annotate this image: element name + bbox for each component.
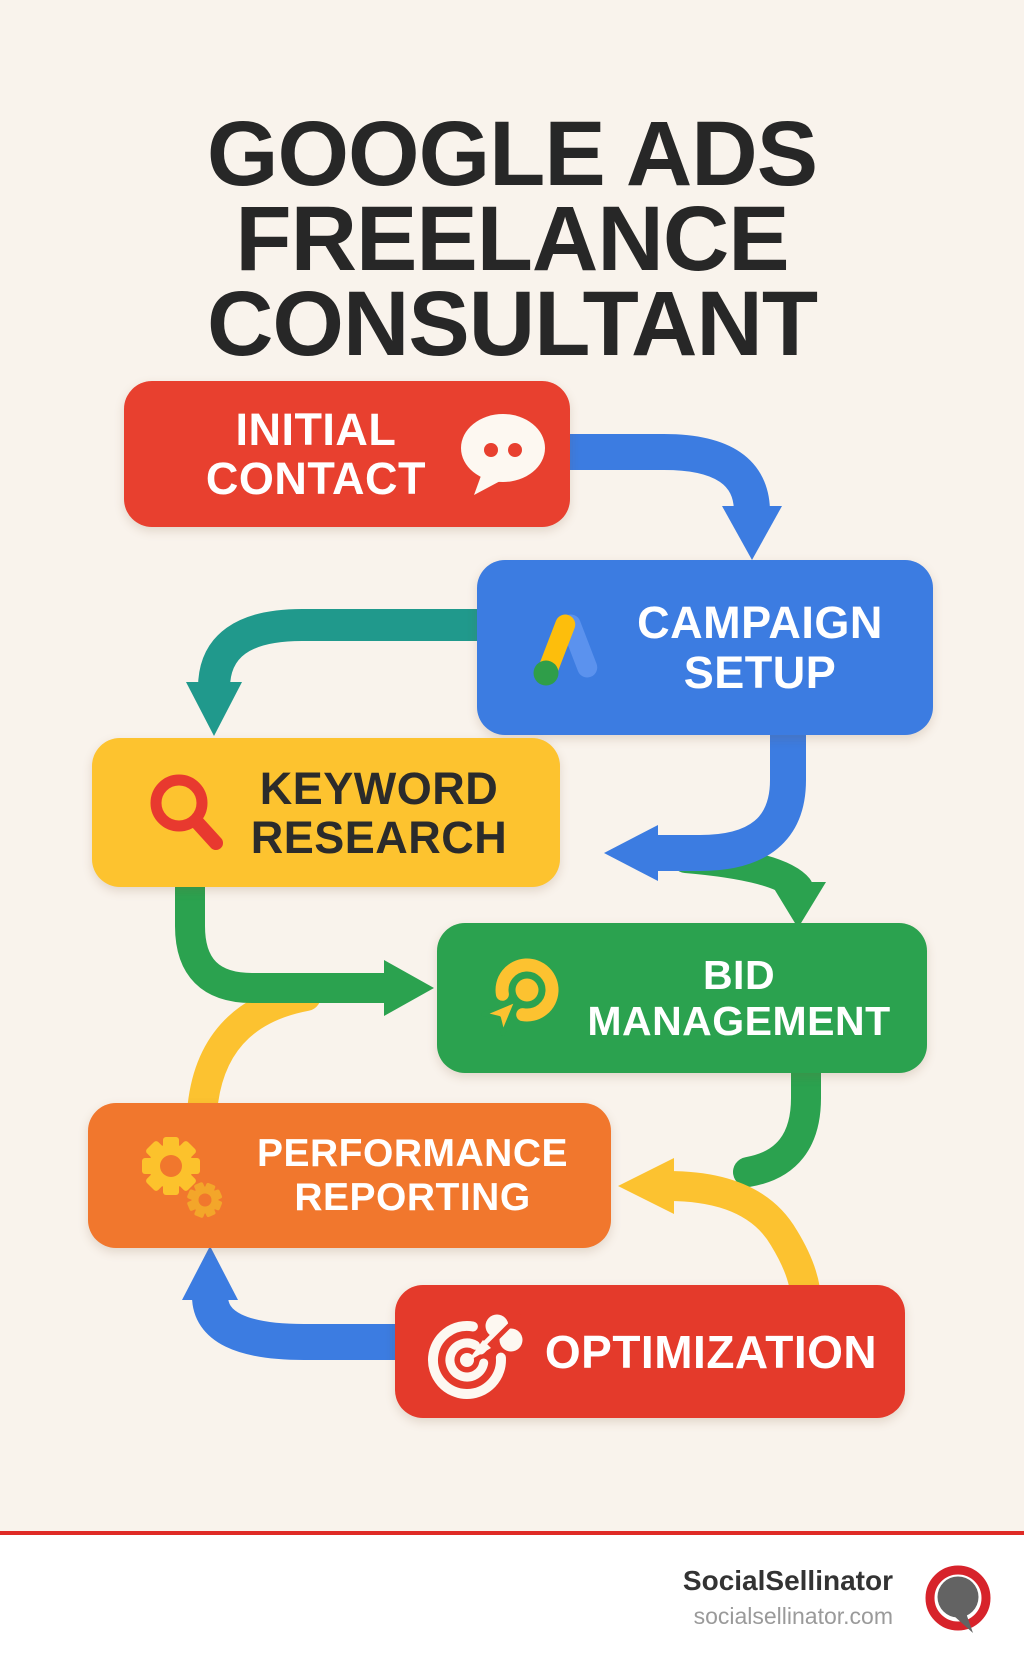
arrow-yellow-to-performance-and-optimization	[618, 1158, 821, 1317]
arrow-optimization-to-performance	[182, 1246, 448, 1360]
step-label-line: BID	[702, 952, 776, 998]
step-initial-contact-label: INITIAL CONTACT	[206, 405, 426, 503]
step-initial-contact: INITIAL CONTACT	[124, 381, 570, 527]
step-keyword-research: KEYWORD RESEARCH	[92, 738, 560, 887]
step-label-line: OPTIMIZATION	[544, 1325, 878, 1378]
step-label-line: RESEARCH	[250, 811, 508, 863]
step-optimization: OPTIMIZATION	[395, 1285, 905, 1418]
page-title: GOOGLE ADS FREELANCE CONSULTANT	[0, 102, 1024, 375]
step-label-line: REPORTING	[294, 1175, 531, 1219]
red-divider	[0, 1531, 1024, 1535]
arrow-campaign-to-keyword	[186, 609, 516, 736]
step-campaign-setup: CAMPAIGN SETUP	[477, 560, 933, 735]
title-line-3: CONSULTANT	[206, 272, 818, 375]
speech-bubble-logo	[925, 1565, 991, 1633]
step-label-line: PERFORMANCE	[256, 1131, 568, 1175]
step-bid-management-label: BID MANAGEMENT	[587, 952, 890, 1044]
step-keyword-research-label: KEYWORD RESEARCH	[251, 764, 508, 862]
magnifier-icon	[150, 774, 223, 850]
target-dart-icon	[427, 1313, 523, 1399]
step-label-line: CONTACT	[205, 453, 426, 504]
arrow-campaign-to-keyword-side	[604, 708, 806, 881]
step-label-line: SETUP	[683, 646, 837, 698]
brand-name: SocialSellinator	[682, 1565, 893, 1596]
arrow-bid-to-performance-green	[733, 1049, 821, 1187]
title-line-2: FREELANCE	[235, 187, 789, 290]
arrow-keyword-to-bid	[175, 861, 434, 1016]
bid-cursor-icon	[481, 958, 559, 1036]
website-url: socialsellinator.com	[693, 1603, 893, 1629]
title-line-1: GOOGLE ADS	[206, 102, 818, 205]
step-label-line: KEYWORD	[259, 762, 499, 814]
google-ads-icon	[533, 614, 598, 685]
step-label-line: MANAGEMENT	[587, 998, 891, 1044]
footer: SocialSellinator socialsellinator.com	[0, 1535, 1024, 1666]
step-campaign-setup-label: CAMPAIGN SETUP	[637, 596, 883, 698]
gears-icon	[141, 1136, 223, 1218]
step-label-line: CAMPAIGN	[637, 596, 883, 648]
step-performance-reporting: PERFORMANCE REPORTING	[88, 1103, 611, 1248]
step-label-line: INITIAL	[235, 404, 397, 455]
arrow-initial-to-campaign	[538, 434, 782, 560]
arrow-keyword-to-performance	[187, 981, 321, 1127]
chat-bubble-icon	[461, 414, 545, 495]
step-bid-management: BID MANAGEMENT	[437, 923, 927, 1073]
step-optimization-label: OPTIMIZATION	[545, 1328, 877, 1376]
step-performance-reporting-label: PERFORMANCE REPORTING	[257, 1132, 568, 1220]
